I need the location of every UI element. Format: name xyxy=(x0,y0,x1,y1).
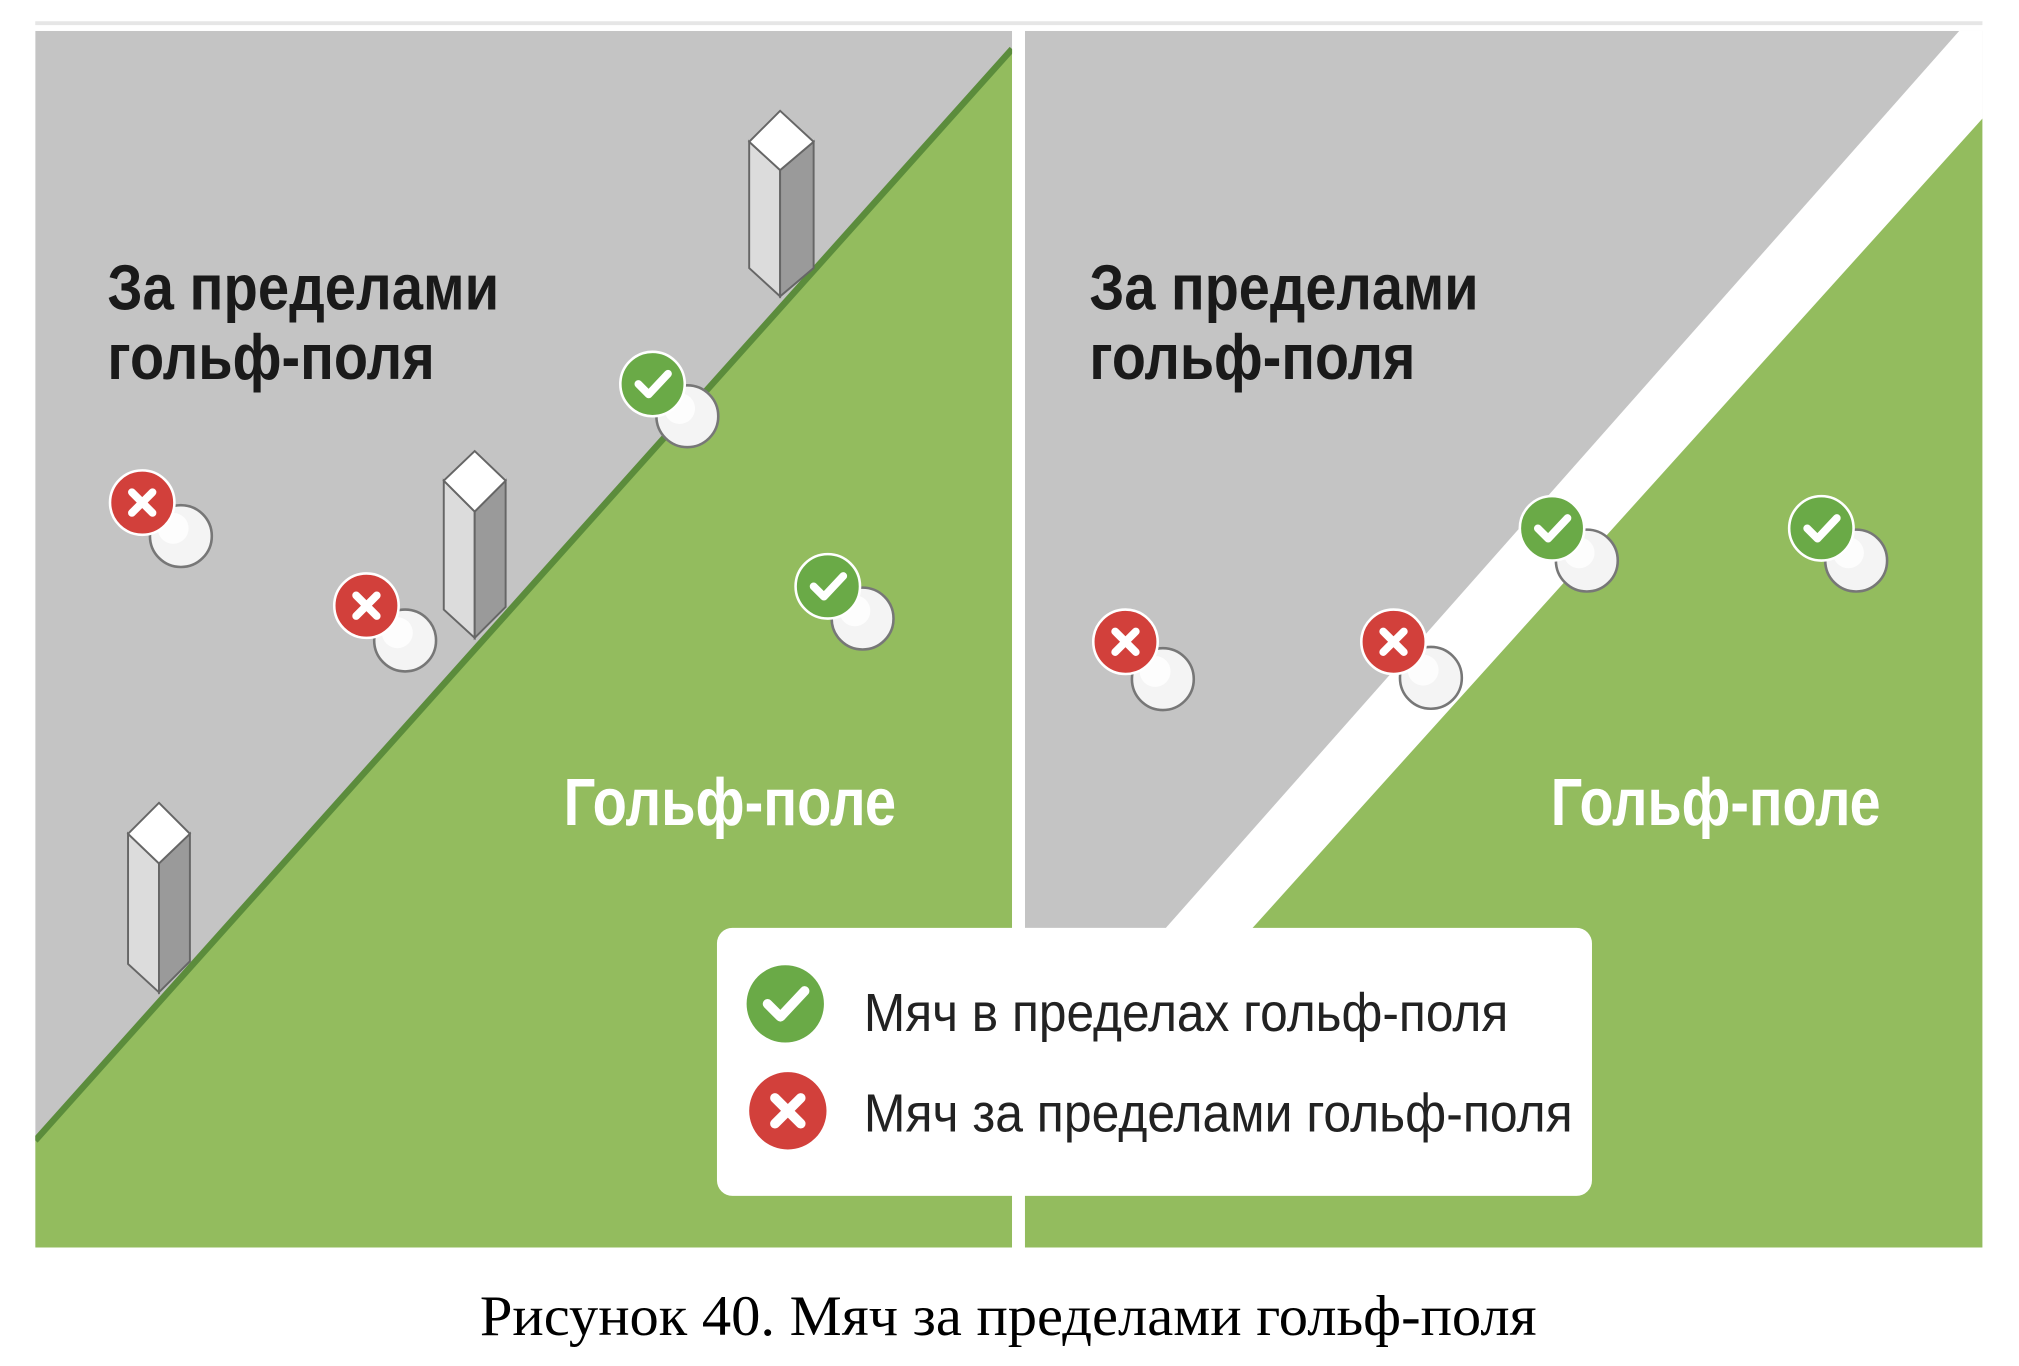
check-icon xyxy=(796,554,860,618)
boundary-post xyxy=(747,109,816,299)
check-icon xyxy=(745,964,826,1045)
cross-icon xyxy=(110,470,174,534)
boundary-line xyxy=(35,46,1013,1143)
course-label: Гольф-поле xyxy=(564,765,896,840)
out-of-bounds-label-line2: гольф-поля xyxy=(1089,321,1415,393)
boundary-post xyxy=(442,449,508,641)
cross-icon xyxy=(748,1071,829,1152)
legend-out-label: Мяч за пределами гольф-поля xyxy=(864,1083,1573,1143)
legend-box xyxy=(716,927,1592,1196)
check-icon xyxy=(620,352,684,416)
cross-icon xyxy=(334,573,398,637)
boundary-post xyxy=(126,801,192,995)
cross-icon xyxy=(1093,610,1157,674)
out-of-bounds-label-line1: За пределами xyxy=(107,251,499,323)
out-of-bounds-label-line1: За пределами xyxy=(1089,251,1478,323)
legend: Мяч в пределах гольф-поля Мяч за предела… xyxy=(716,927,1592,1196)
course-label: Гольф-поле xyxy=(1551,765,1881,840)
figure-caption: Рисунок 40. Мяч за пределами гольф-поля xyxy=(480,1285,1537,1348)
check-icon xyxy=(1520,496,1584,560)
out-of-bounds-label-line2: гольф-поля xyxy=(107,321,434,393)
check-icon xyxy=(1789,496,1853,560)
cross-icon xyxy=(1361,610,1425,674)
legend-in-label: Мяч в пределах гольф-поля xyxy=(864,983,1508,1043)
